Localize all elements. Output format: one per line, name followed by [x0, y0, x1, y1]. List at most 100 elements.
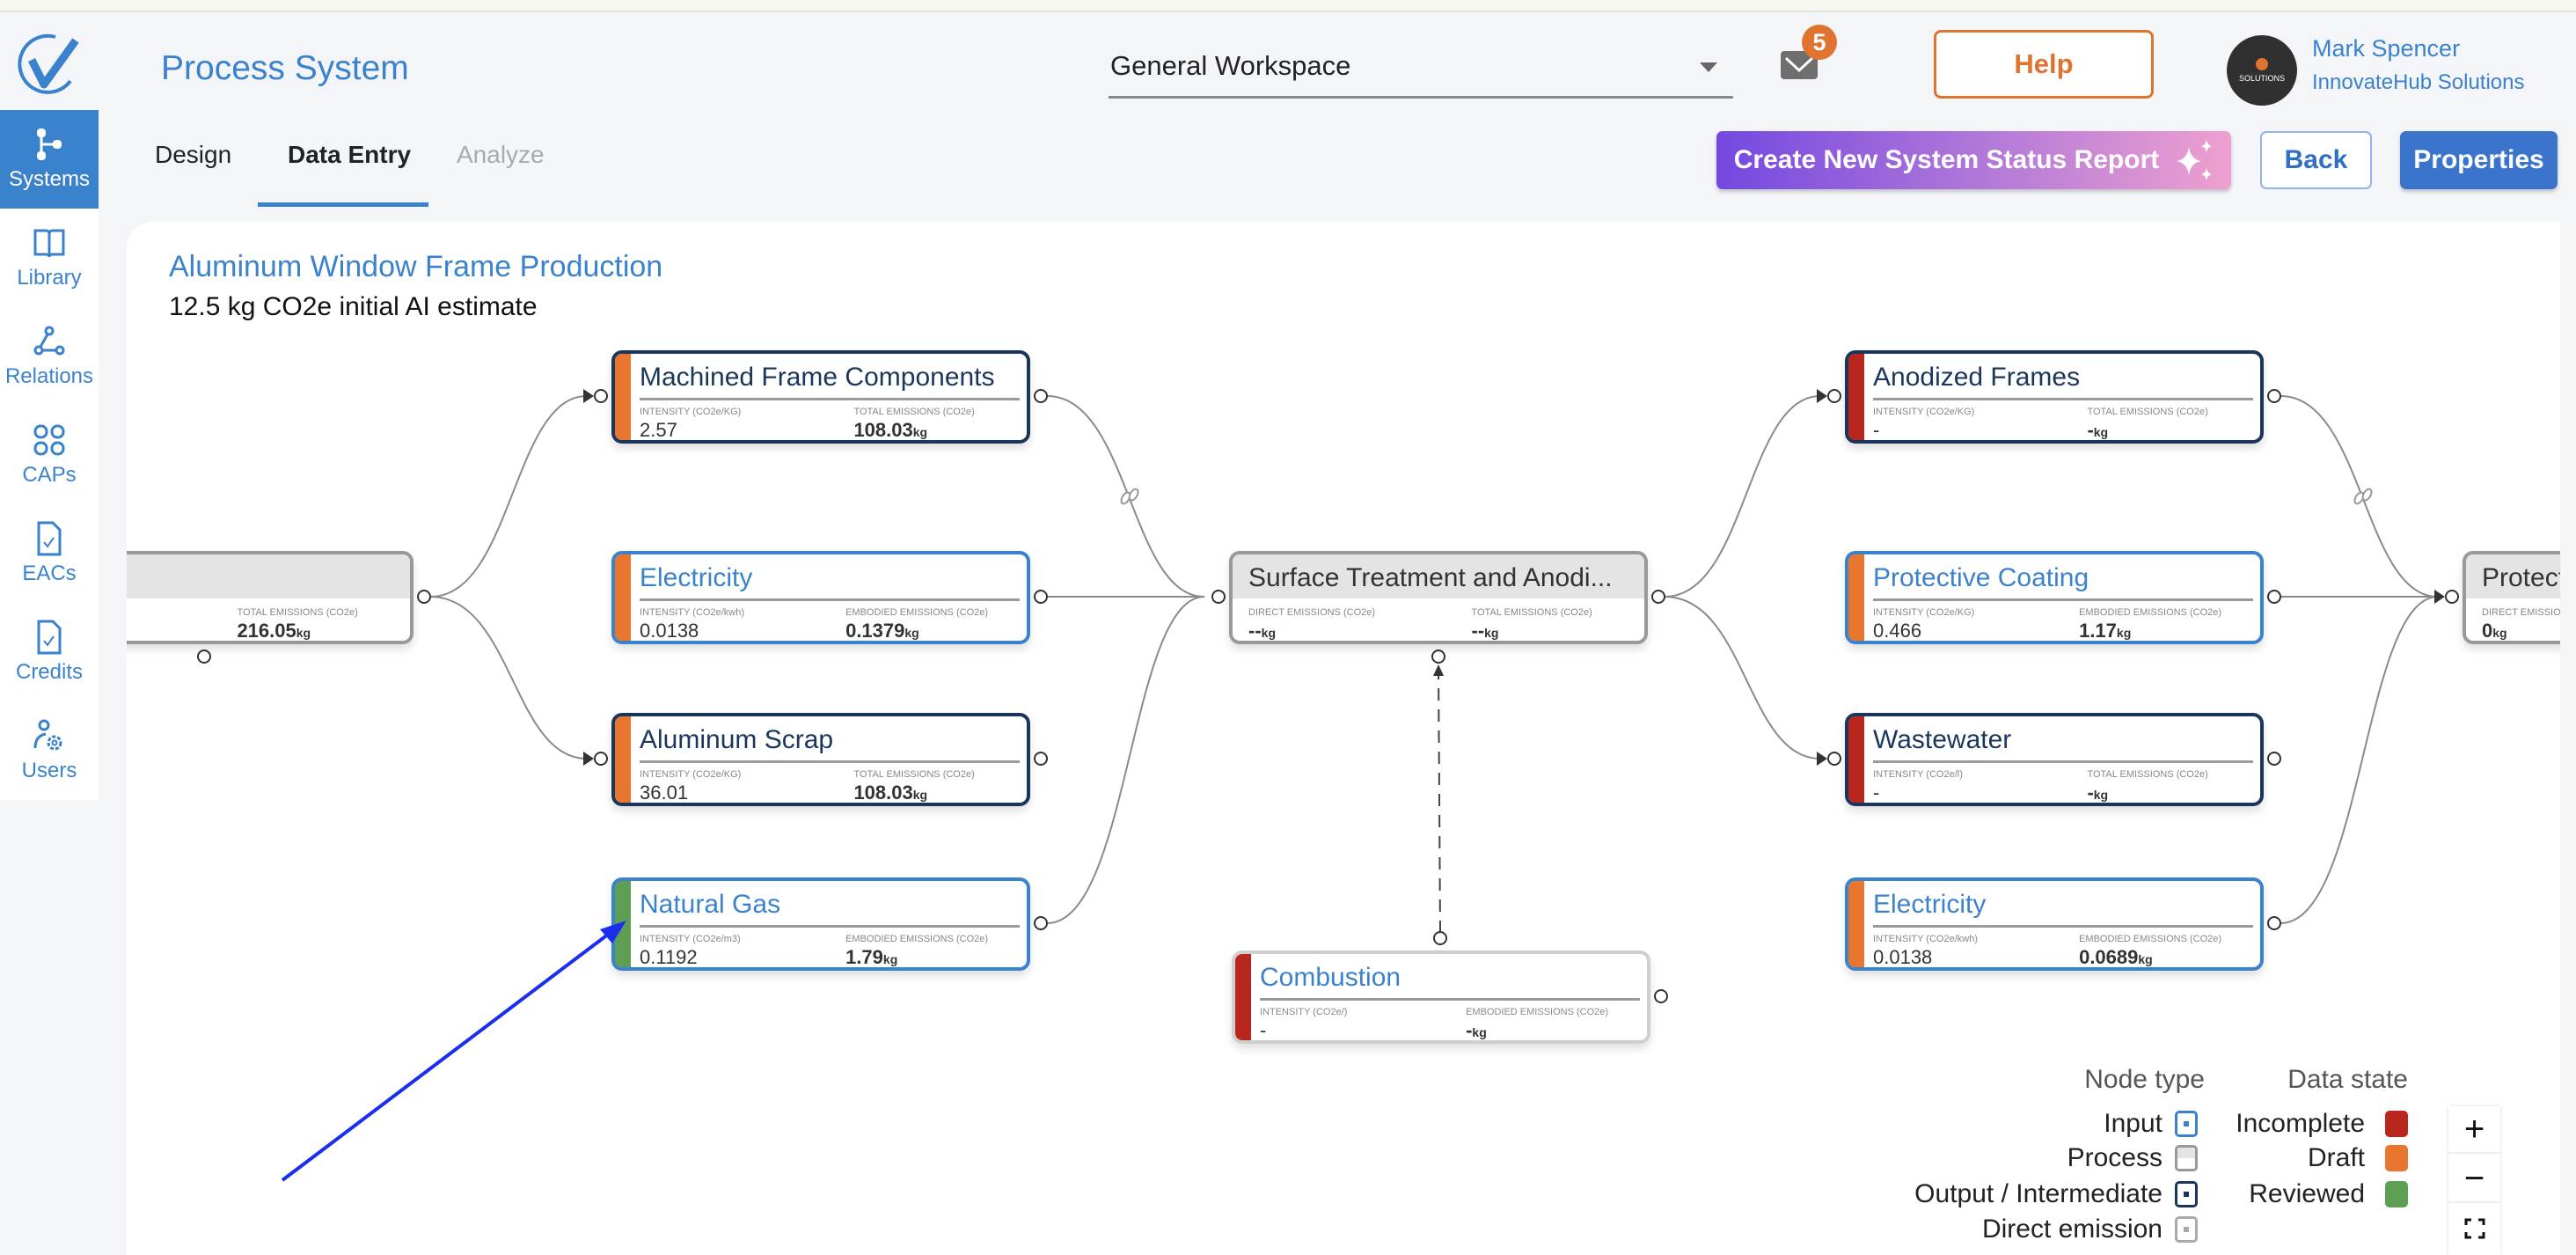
node-value-2: 0.1379kg: [845, 620, 919, 642]
zoom-out-button[interactable]: −: [2448, 1156, 2500, 1203]
user-name[interactable]: Mark Spencer: [2312, 35, 2461, 62]
create-report-button[interactable]: Create New System Status Report: [1716, 131, 2231, 189]
sidebar-item-users[interactable]: Users: [0, 701, 99, 800]
sidebar: Systems Library Relations CAPs EACs Cred…: [0, 110, 99, 800]
node-header: [2466, 554, 2560, 598]
fit-view-button[interactable]: [2448, 1205, 2500, 1252]
sidebar-item-credits[interactable]: Credits: [0, 603, 99, 701]
node-value-1: 0.466: [1873, 620, 1922, 642]
legend-data-state-1: Draft: [2307, 1143, 2365, 1172]
node-divider: [1873, 925, 2253, 928]
legend-node-type-2: Output / Intermediate: [1914, 1179, 2163, 1208]
output-port: [2267, 389, 2281, 403]
node-header: [1233, 554, 1644, 598]
node-title: Aluminum Scrap: [640, 725, 834, 754]
link-icon: [1120, 491, 1131, 505]
node-label-2: TOTAL EMISSIONS (CO2e): [237, 607, 358, 618]
browser-top-strip: [0, 0, 2576, 12]
avatar[interactable]: SOLUTIONS: [2227, 35, 2297, 106]
link-icon: [1128, 488, 1139, 502]
node-label-2: TOTAL EMISSIONS (CO2e): [853, 407, 975, 417]
node-value-1: 0.0138: [1873, 946, 1933, 968]
tab-data-entry[interactable]: Data Entry: [288, 141, 412, 168]
help-button[interactable]: Help: [1934, 30, 2154, 99]
tab-analyze[interactable]: Analyze: [457, 141, 545, 168]
legend-node-type-3: Direct emission: [1981, 1215, 2163, 1244]
state-bar-draft: [1848, 881, 1864, 967]
node-divider: [1873, 398, 2253, 400]
sidebar-item-library[interactable]: Library: [0, 209, 99, 307]
process-canvas[interactable]: Aluminum Window Frame Production 12.5 kg…: [127, 222, 2560, 1255]
edge-elec2-protect: [2280, 596, 2439, 924]
input-port: [594, 752, 608, 766]
output-port: [417, 590, 431, 604]
back-button[interactable]: Back: [2260, 131, 2372, 189]
tab-design[interactable]: Design: [155, 141, 232, 168]
create-report-label: Create New System Status Report: [1733, 145, 2160, 174]
output-port: [1034, 590, 1048, 604]
active-tab-indicator: [258, 202, 428, 207]
zoom-controls: + −: [2448, 1106, 2500, 1255]
app-logo[interactable]: [16, 32, 84, 95]
sidebar-item-systems[interactable]: Systems: [0, 110, 99, 209]
node-value-2: -kg: [1466, 1019, 1487, 1041]
link-icon: [2353, 491, 2365, 505]
node-label-2: EMBODIED EMISSIONS (CO2e): [2079, 607, 2222, 618]
document-check-icon: [37, 521, 62, 556]
node-divider: [640, 760, 1020, 763]
output-port: [1034, 389, 1048, 403]
properties-button[interactable]: Properties: [2400, 131, 2558, 189]
node-label-1: INTENSITY (CO2e/kwh): [1873, 934, 1978, 944]
node-label-2: EMBODIED EMISSIONS (CO2e): [845, 934, 989, 944]
node-value-1: -: [1873, 782, 1880, 804]
node-surface[interactable]: Surface Treatment and Anodi... DIRECT EMI…: [1229, 551, 1648, 644]
node-title: Machined Frame Components: [640, 363, 995, 392]
node-value-1: 2.57: [640, 419, 677, 441]
legend-data-state-0: Incomplete: [2236, 1109, 2365, 1138]
input-port: [2445, 590, 2459, 604]
legend-state-swatch-icon: [2385, 1111, 2408, 1137]
link-icon: [2361, 488, 2373, 502]
node-value-2: 1.17kg: [2079, 620, 2132, 642]
sidebar-item-eacs[interactable]: EACs: [0, 504, 99, 603]
sidebar-item-label: Library: [17, 266, 82, 290]
sidebar-item-label: CAPs: [22, 463, 77, 487]
page-title: Process System: [161, 49, 409, 87]
node-title: Surface Treatment and Anodi...: [1248, 563, 1613, 592]
input-port: [1211, 590, 1226, 604]
node-divider: [1873, 598, 2253, 601]
legend-node-type-1: Process: [2067, 1143, 2163, 1172]
node-label-2: TOTAL EMISSIONS (CO2e): [2087, 769, 2208, 780]
node-label-1: DIRECT EMISSIO: [2482, 607, 2560, 618]
node-divider: [640, 925, 1020, 928]
arrow-head-icon: [583, 752, 594, 766]
node-label-1: INTENSITY (CO2e/): [1260, 1007, 1348, 1017]
node-title: Natural Gas: [640, 890, 781, 919]
workspace-select[interactable]: General Workspace: [1109, 41, 1733, 99]
sidebar-item-label: Systems: [8, 167, 90, 191]
edge-gas-surface: [1046, 596, 1205, 924]
node-machining[interactable]: chiningD2e)TOTAL EMISSIONS (CO2e)216.05k…: [127, 551, 413, 644]
output-port: [1034, 916, 1048, 930]
node-value-2: -kg: [2087, 782, 2109, 804]
node-label-2: TOTAL EMISSIONS (CO2e): [2087, 407, 2208, 417]
sidebar-item-relations[interactable]: Relations: [0, 307, 99, 406]
node-label-1: INTENSITY (CO2e/KG): [1873, 607, 1975, 618]
sidebar-item-caps[interactable]: CAPs: [0, 406, 99, 504]
node-label-1: DIRECT EMISSIONS (CO2e): [1248, 607, 1376, 618]
avatar-logo-text: SOLUTIONS: [2238, 74, 2285, 83]
node-value-2: 216.05kg: [237, 620, 311, 642]
zoom-in-button[interactable]: +: [2448, 1106, 2500, 1154]
state-bar-draft: [1848, 554, 1864, 641]
user-company: InnovateHub Solutions: [2312, 70, 2525, 94]
